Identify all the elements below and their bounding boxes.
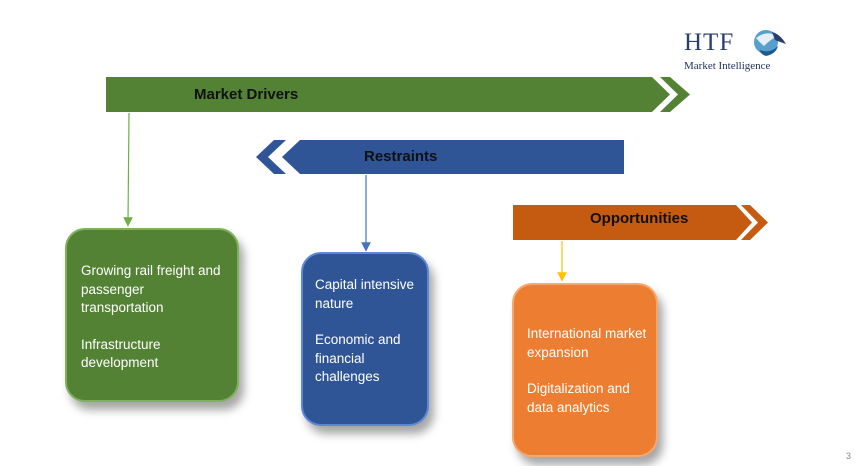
opportunities-chevron — [741, 205, 768, 240]
drivers-connector-arrow — [123, 112, 133, 227]
restraints-chevron — [256, 140, 286, 174]
page-number: 3 — [845, 451, 851, 461]
market-drivers-banner — [106, 77, 670, 112]
restraint-item: Capital intensive nature — [315, 277, 415, 311]
globe-icon — [754, 30, 786, 56]
opportunities-label: Opportunities — [590, 210, 689, 227]
market-drivers-card: Growing rail freight and passenger trans… — [65, 228, 239, 402]
htf-logo: HTF Market Intelligence — [680, 24, 800, 74]
opportunities-banner — [513, 205, 752, 240]
market-drivers-chevron — [660, 77, 690, 112]
restraints-card: Capital intensive nature Economic and fi… — [301, 252, 429, 426]
opportunity-item: International market expansion — [527, 326, 647, 360]
driver-item: Infrastructure development — [81, 336, 161, 371]
restraints-label: Restraints — [364, 148, 438, 165]
logo-tagline: Market Intelligence — [684, 60, 771, 72]
restraint-item: Economic and financial challenges — [315, 332, 401, 384]
logo-wordmark: HTF — [684, 29, 735, 56]
restraints-banner — [282, 140, 624, 174]
opportunities-card: International market expansion Digitaliz… — [512, 283, 658, 457]
opportunity-item: Digitalization and data analytics — [527, 381, 630, 415]
driver-item: Growing rail freight and passenger trans… — [81, 263, 221, 315]
market-drivers-label: Market Drivers — [194, 86, 299, 103]
